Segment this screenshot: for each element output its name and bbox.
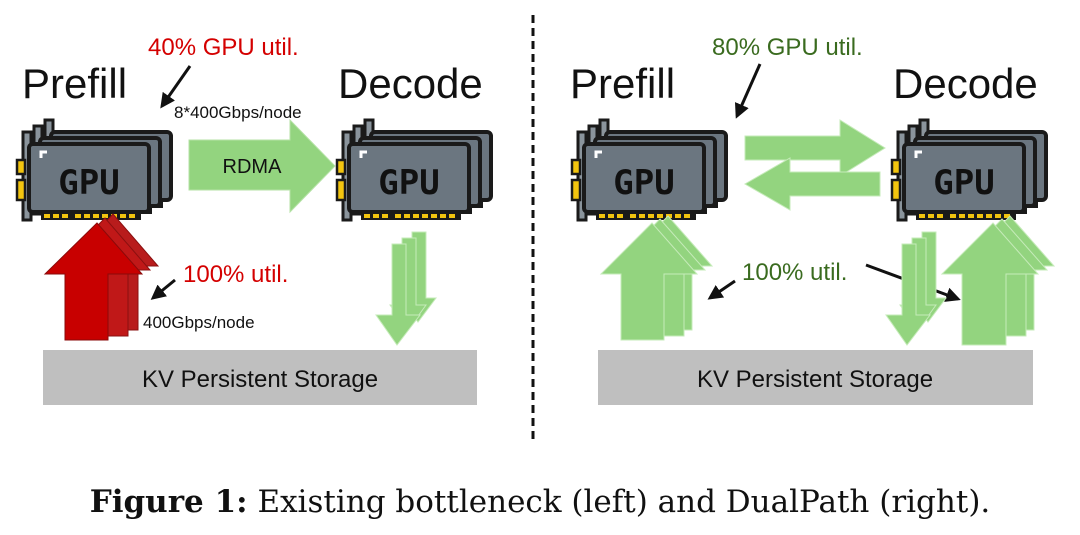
storage-util-pointer-arrow xyxy=(150,278,176,300)
rdma-bandwidth-label: 8*400Gbps/node xyxy=(174,103,302,122)
kv-storage-box xyxy=(598,350,1033,405)
prefill-label: Prefill xyxy=(22,60,127,107)
decode-label: Decode xyxy=(338,60,483,107)
prefill-label: Prefill xyxy=(570,60,675,107)
left-panel: Prefill Decode 40% GPU util. 8*400Gbps/n… xyxy=(17,34,491,405)
green-up-arrow xyxy=(940,222,1040,346)
prefill-gpu-icon: GPU xyxy=(572,120,726,220)
kv-storage-box xyxy=(43,350,477,405)
storage-util-label: 100% util. xyxy=(742,259,847,286)
right-panel: Prefill Decode 80% GPU util. GPU GPU 100… xyxy=(570,34,1056,405)
decode-gpu-icon: GPU xyxy=(337,120,491,220)
decode-label: Decode xyxy=(893,60,1038,107)
gpu-label: GPU xyxy=(613,163,674,203)
gpu-util-label: 40% GPU util. xyxy=(148,34,299,61)
red-up-arrow xyxy=(43,222,144,341)
decode-gpu-icon: GPU xyxy=(892,120,1046,220)
kv-storage-label: KV Persistent Storage xyxy=(142,366,378,393)
prefill-gpu-icon: GPU xyxy=(17,120,171,220)
caption-prefix: Figure 1: xyxy=(90,484,248,520)
green-down-arrow xyxy=(885,243,932,346)
decode-write-arrows xyxy=(885,231,947,346)
storage-bandwidth-label: 400Gbps/node xyxy=(143,313,255,332)
green-up-arrow xyxy=(599,222,699,341)
storage-util-pointer-arrow xyxy=(707,279,736,300)
gpu-label: GPU xyxy=(933,163,994,203)
kv-storage-label: KV Persistent Storage xyxy=(697,366,933,393)
gpu-util-pointer-arrow xyxy=(734,63,762,119)
gpu-util-label: 80% GPU util. xyxy=(712,34,863,61)
gpu-util-pointer-arrow xyxy=(160,65,192,109)
gpu-label: GPU xyxy=(378,163,439,203)
rdma-arrow xyxy=(188,118,336,214)
storage-util-label: 100% util. xyxy=(183,261,288,288)
rdma-label: RDMA xyxy=(223,156,283,178)
prefill-to-decode-arrow xyxy=(744,119,886,177)
storage-read-arrows-bottleneck xyxy=(43,213,160,341)
decode-write-arrows xyxy=(375,231,437,346)
decode-storage-read-arrows xyxy=(940,215,1056,346)
prefill-storage-read-arrows xyxy=(599,215,714,341)
gpu-label: GPU xyxy=(58,163,119,203)
green-down-arrow xyxy=(375,243,422,346)
decode-to-prefill-arrow xyxy=(744,157,881,211)
caption-text: Existing bottleneck (left) and DualPath … xyxy=(248,484,991,520)
figure-caption: Figure 1: Existing bottleneck (left) and… xyxy=(90,484,991,520)
